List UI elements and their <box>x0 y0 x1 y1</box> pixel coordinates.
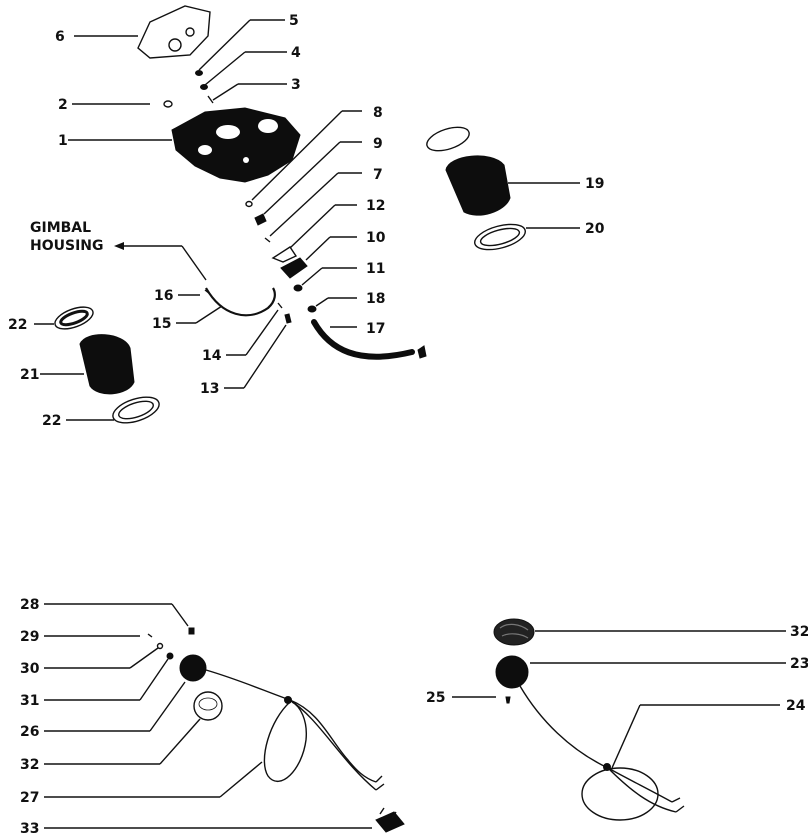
callout-18: 18 <box>366 291 385 307</box>
part-26-gauge <box>179 654 385 791</box>
part-30 <box>156 642 164 650</box>
callout-13: 13 <box>200 381 219 397</box>
part-8 <box>245 200 253 208</box>
callout-4: 4 <box>291 45 301 61</box>
leader-14-b <box>245 309 279 356</box>
callout-11: 11 <box>366 261 385 277</box>
part-7 <box>264 237 271 243</box>
part-23-gauge <box>495 655 685 813</box>
part-24-wire-loop <box>581 767 659 821</box>
leader-30-b <box>129 647 159 669</box>
part-21-bellows <box>79 334 135 395</box>
callout-1: 1 <box>58 133 68 149</box>
gimbal-arrow-head <box>114 242 124 250</box>
callout-3: 3 <box>291 77 301 93</box>
callout-21: 21 <box>20 367 39 383</box>
part-2 <box>163 100 173 108</box>
callout-24: 24 <box>786 698 806 714</box>
callout-19: 19 <box>585 176 604 192</box>
part-27-wire-loop <box>263 701 308 782</box>
part-6-gasket <box>137 5 211 59</box>
part-22-ring-top <box>54 306 94 330</box>
part-4 <box>200 84 208 90</box>
callout-27: 27 <box>20 790 39 806</box>
leader-5-a <box>198 19 251 71</box>
part-19-bellows <box>426 126 511 216</box>
part-22-ring-bottom <box>112 396 160 424</box>
leader-24-b <box>611 704 641 769</box>
callout-9: 9 <box>373 136 383 152</box>
leader-10-a <box>305 236 331 261</box>
leader-4-a <box>204 51 246 86</box>
leader-28-b <box>171 603 189 627</box>
callout-20: 20 <box>585 221 605 237</box>
part-15-tube <box>205 287 276 317</box>
part-31 <box>166 652 174 660</box>
gimbal-arrow-lead <box>181 245 207 281</box>
part-16 <box>204 289 211 295</box>
callout-15: 15 <box>152 316 171 332</box>
callout-10: 10 <box>366 230 386 246</box>
part-1-housing <box>171 107 301 183</box>
callout-22a: 22 <box>8 317 27 333</box>
leader-9-a <box>263 141 341 215</box>
leader-31-b <box>139 658 169 701</box>
part-10 <box>280 257 308 279</box>
part-5 <box>195 70 203 76</box>
part-11 <box>293 284 303 292</box>
part-18 <box>307 305 317 313</box>
callout-31: 31 <box>20 693 39 709</box>
part-20-ring <box>474 223 526 251</box>
callout-17: 17 <box>366 321 385 337</box>
leader-26-b <box>149 681 186 732</box>
part-32-lens-right <box>493 618 535 646</box>
callout-5: 5 <box>289 13 299 29</box>
leader-32a-b <box>159 718 201 765</box>
callout-30: 30 <box>20 661 40 677</box>
callout-32b: 32 <box>790 624 808 640</box>
callout-23: 23 <box>790 656 808 672</box>
part-12 <box>271 246 298 263</box>
part-17-hose <box>311 319 427 360</box>
callout-12: 12 <box>366 198 385 214</box>
gimbal-label-line2: HOUSING <box>30 238 104 254</box>
part-9 <box>254 213 267 226</box>
gimbal-label-line1: GIMBAL <box>30 220 91 236</box>
part-14 <box>277 302 283 309</box>
callout-14: 14 <box>202 348 222 364</box>
callout-22b: 22 <box>42 413 61 429</box>
leader-7-a <box>269 172 339 237</box>
callout-25: 25 <box>426 690 445 706</box>
part-3 <box>207 95 214 104</box>
leader-3-a <box>212 83 239 101</box>
callout-6: 6 <box>55 29 65 45</box>
callout-8: 8 <box>373 105 383 121</box>
part-29 <box>147 633 153 638</box>
leader-8-a <box>251 110 343 201</box>
callout-33: 33 <box>20 821 39 837</box>
leader-18-a <box>315 297 329 307</box>
leader-15-b <box>195 305 223 324</box>
leader-27-b <box>219 761 263 798</box>
part-28 <box>188 627 195 635</box>
callout-16: 16 <box>154 288 173 304</box>
callout-26: 26 <box>20 724 39 740</box>
leader-11-a <box>301 267 323 286</box>
leader-12-a <box>289 204 336 249</box>
callout-7: 7 <box>373 167 383 183</box>
part-32-lens-left <box>193 691 223 721</box>
callout-28: 28 <box>20 597 39 613</box>
part-13 <box>284 313 292 324</box>
callout-2: 2 <box>58 97 68 113</box>
part-33-clip <box>375 807 405 833</box>
callout-32a: 32 <box>20 757 39 773</box>
part-25 <box>505 696 511 704</box>
callout-29: 29 <box>20 629 39 645</box>
leader-13-b <box>243 324 287 389</box>
